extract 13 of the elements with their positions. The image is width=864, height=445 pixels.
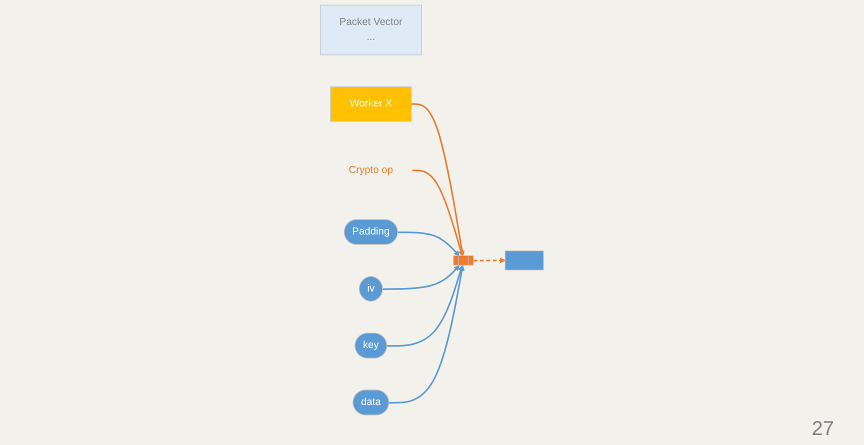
node-bar (453, 255, 474, 266)
arrow (411, 103, 465, 256)
node-box: Worker X (330, 86, 412, 122)
arrow (387, 265, 464, 347)
node-text: Crypto op (348, 164, 394, 176)
arrow (382, 265, 460, 290)
node-box: Packet Vector ... (320, 4, 422, 56)
arrow (398, 231, 460, 256)
page-number: 27 (812, 418, 834, 440)
arrow (389, 265, 465, 404)
arrow (474, 258, 506, 264)
arrow (412, 170, 464, 256)
node-box (505, 250, 544, 270)
